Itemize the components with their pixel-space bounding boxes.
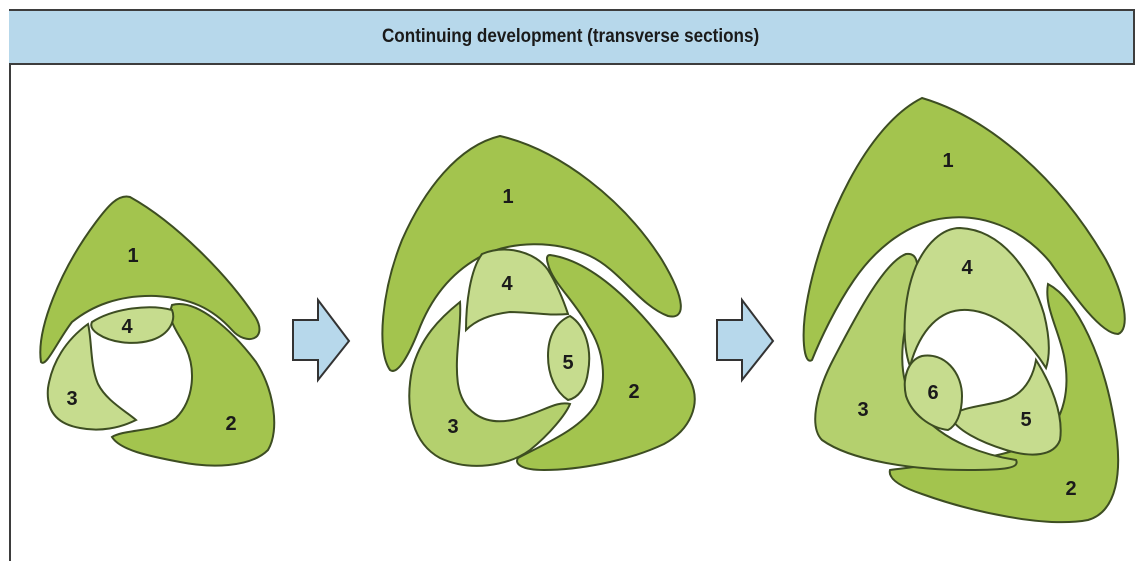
stage-3-leaf-3 <box>814 252 1018 472</box>
stage-3-leaf-4 <box>903 226 1050 371</box>
stage-1-leaf-4 <box>90 306 175 344</box>
stage-2-label-3: 3 <box>447 416 458 438</box>
stage-2-label-5: 5 <box>562 352 573 374</box>
stage-1: 1 2 3 4 <box>39 195 276 467</box>
stage-1-label-4: 4 <box>121 316 133 338</box>
right-arrow-icon <box>716 297 775 383</box>
left-border-rule <box>9 9 11 561</box>
stage-3-label-5: 5 <box>1020 409 1031 431</box>
stage-1-leaf-3 <box>46 322 138 431</box>
stage-3-label-1: 1 <box>942 150 953 172</box>
right-arrow-icon <box>292 297 351 383</box>
stage-3: 1 2 3 4 5 6 <box>802 96 1126 524</box>
stage-2-leaf-2 <box>516 253 696 472</box>
stage-2-leaf-4 <box>464 248 570 333</box>
stage-1-label-2: 2 <box>225 413 236 435</box>
stage-3-leaf-1 <box>802 96 1126 362</box>
stage-2-label-2: 2 <box>628 381 639 403</box>
title-bar: Continuing development (transverse secti… <box>9 9 1135 65</box>
stage-3-leaf-5 <box>948 357 1062 456</box>
stage-1-leaf-2 <box>110 303 276 467</box>
stage-1-label-3: 3 <box>66 388 77 410</box>
stage-3-leaf-2 <box>888 282 1120 524</box>
stage-2-leaf-3 <box>408 300 572 467</box>
stage-3-label-2: 2 <box>1065 478 1076 500</box>
stage-1-leaf-1 <box>39 195 261 364</box>
stage-2-label-1: 1 <box>502 186 513 208</box>
stage-2-leaf-5 <box>546 314 591 402</box>
stage-3-label-6: 6 <box>927 382 938 404</box>
page-title: Continuing development (transverse secti… <box>382 26 760 47</box>
stage-3-label-4: 4 <box>961 257 973 279</box>
stage-3-leaf-6 <box>903 354 964 432</box>
stage-2-label-4: 4 <box>501 273 513 295</box>
stage-3-label-3: 3 <box>857 399 868 421</box>
stage-1-label-1: 1 <box>127 245 138 267</box>
stage-2: 1 2 3 4 5 <box>381 134 696 472</box>
